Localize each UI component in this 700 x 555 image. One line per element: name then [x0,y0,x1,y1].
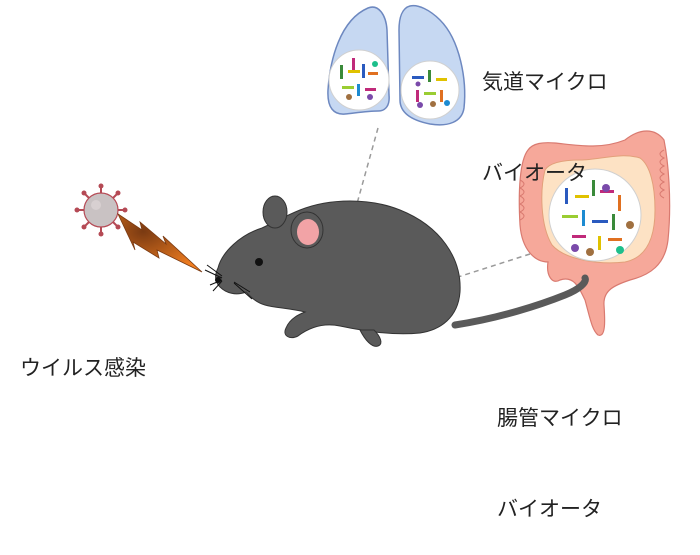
lungs-icon [327,4,466,126]
mouse-ear-back [262,195,288,229]
airway-label-line2: バイオータ [482,161,587,186]
virus-infection-label: ウイルス感染 [20,292,146,414]
gut-label-line2: バイオータ [497,497,602,522]
mouse-hind-leg [359,329,382,347]
mouse-icon [204,195,589,347]
gut-label-line1: 腸管マイクロ [497,405,623,430]
virus-icon [74,183,128,237]
intestine-icon [518,130,671,336]
lightning-icon [117,212,203,273]
virus-label-text: ウイルス感染 [20,355,146,380]
airway-microbiota-left [328,49,390,111]
airway-microbiota-label: 気道マイクロ バイオータ [482,6,608,219]
airway-label-line1: 気道マイクロ [482,69,608,94]
gut-microbiota-label: 腸管マイクロ バイオータ [497,342,623,555]
airway-microbiota-right [400,60,460,120]
mouse-whiskers [204,264,253,300]
mouse-body [215,200,461,339]
airway-connector-line [337,127,379,273]
diagram-canvas [74,4,671,347]
gut-microbiota [548,168,642,262]
gut-connector-line [407,253,531,294]
mouse-tail [451,274,589,329]
mouse-eye [255,258,263,266]
